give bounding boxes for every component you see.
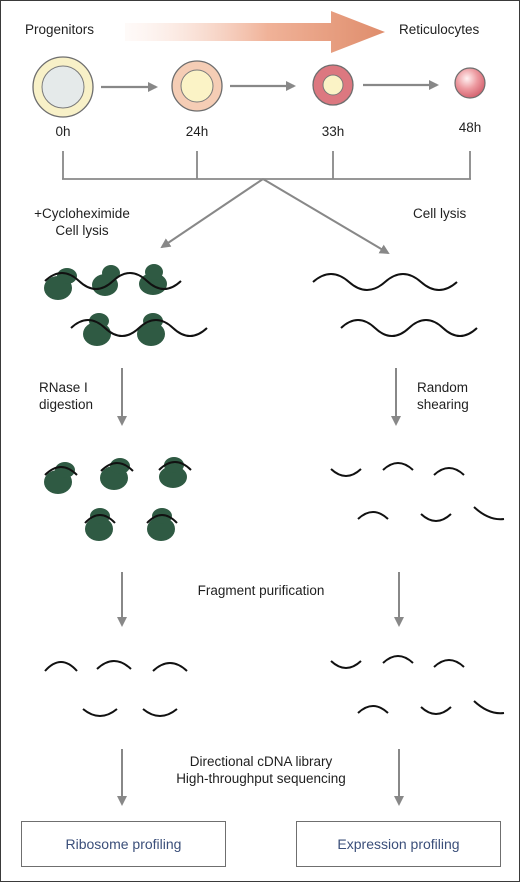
right-treatment-label: Cell lysis bbox=[413, 206, 467, 221]
pooling-bracket bbox=[62, 151, 471, 180]
right-step-line-2: shearing bbox=[417, 397, 469, 412]
purified-footprints bbox=[44, 660, 188, 717]
timepoint-0h: 0h bbox=[55, 124, 71, 139]
library-line-2: High-throughput sequencing bbox=[176, 771, 346, 786]
cell-24h bbox=[171, 60, 223, 112]
left-step-label: RNase I digestion bbox=[39, 379, 93, 413]
intact-mrna bbox=[312, 273, 478, 337]
left-step-line-1: RNase I bbox=[39, 380, 88, 395]
expression-profiling-box: Expression profiling bbox=[296, 821, 501, 867]
cell-33h bbox=[312, 64, 354, 106]
timepoint-48h: 48h bbox=[458, 120, 482, 135]
timepoint-24h: 24h bbox=[185, 124, 209, 139]
right-step-line-1: Random bbox=[417, 380, 469, 395]
ribosome-bound-mrna bbox=[44, 264, 208, 346]
label-reticulocytes: Reticulocytes bbox=[399, 22, 480, 37]
ribosome-protected-fragments bbox=[44, 457, 192, 541]
cell-0h bbox=[32, 56, 94, 118]
left-treatment-label: +Cycloheximide Cell lysis bbox=[17, 205, 147, 239]
split-arrow-left bbox=[160, 178, 264, 249]
left-treatment-line-1: +Cycloheximide bbox=[34, 206, 130, 221]
library-sequencing-label: Directional cDNA library High-throughput… bbox=[151, 753, 371, 787]
sheared-fragments bbox=[330, 462, 505, 522]
label-progenitors: Progenitors bbox=[25, 22, 95, 37]
library-line-1: Directional cDNA library bbox=[189, 754, 333, 769]
cell-48h bbox=[454, 67, 486, 99]
left-step-line-2: digestion bbox=[39, 397, 94, 412]
ribosome-profiling-box: Ribosome profiling bbox=[21, 821, 226, 867]
left-treatment-line-2: Cell lysis bbox=[55, 223, 109, 238]
right-step-label: Random shearing bbox=[417, 379, 469, 413]
timepoint-33h: 33h bbox=[321, 124, 345, 139]
fragment-purification-label: Fragment purification bbox=[197, 583, 325, 598]
progression-arrow bbox=[125, 11, 385, 53]
split-arrow-right bbox=[262, 178, 390, 255]
purified-fragments bbox=[330, 655, 505, 715]
